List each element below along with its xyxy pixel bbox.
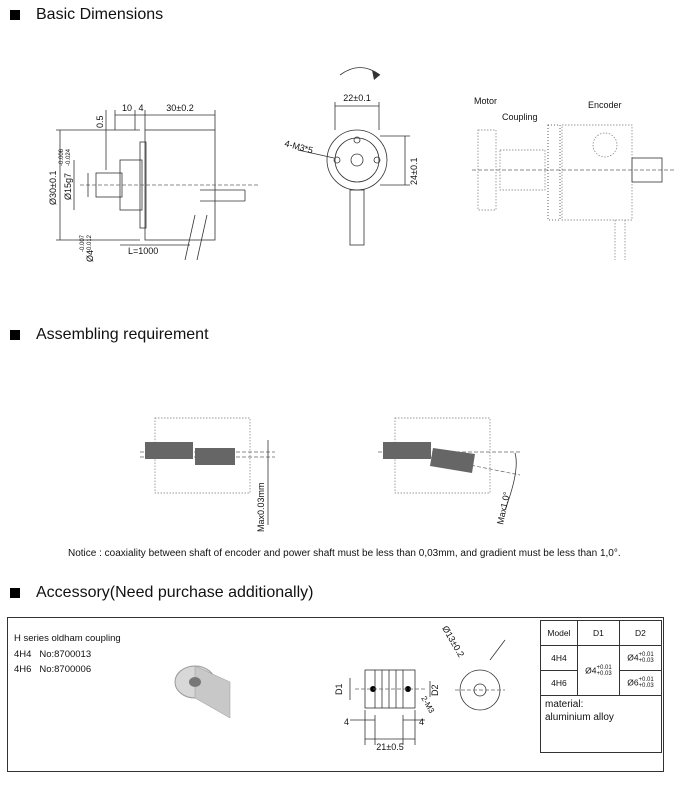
coupling-side-view: D1 D2 2-M3 4 4 21±0.5 (334, 669, 440, 752)
label-coupling: Coupling (502, 112, 538, 122)
dim-4a: 4 (344, 717, 349, 727)
product-name: H series oldham coupling (14, 633, 121, 644)
encoder-side-view: 10 4 30±0.2 0.5 Ø30±0.1 Ø15g7 -0.006 -0.… (48, 103, 260, 262)
d2-tol-lower: +0.03 (638, 683, 654, 689)
material-value: aluminium alloy (545, 712, 614, 723)
label-motor: Motor (474, 96, 497, 106)
dim-d15: Ø15g7 (63, 173, 73, 200)
label-encoder: Encoder (588, 100, 622, 110)
max-angle-label: Max1.0° (495, 491, 512, 526)
gradient-diagram: Max1.0° (378, 417, 521, 526)
d2-tolerance: +0.01+0.03 (639, 652, 654, 664)
rotation-arrow-icon (372, 70, 380, 80)
dim-d4: Ø4 (85, 250, 95, 262)
d1-tol-lower: +0.03 (596, 670, 612, 677)
dim-24: 24±0.1 (409, 158, 419, 185)
d2-value: Ø4 (627, 652, 639, 663)
dim-4: 4 (138, 103, 143, 113)
section-header-assembling: Assembling requirement (10, 326, 209, 344)
bullet-square-icon (10, 10, 20, 20)
mounting-schematic: Motor Coupling Encoder (472, 96, 675, 260)
dim-d15-tol-lower: -0.024 (66, 148, 72, 166)
dim-10: 10 (122, 103, 132, 113)
product-item: 4H6 No:8700006 (14, 662, 121, 678)
table-cell-d2: Ø4+0.01+0.03 (618, 645, 663, 671)
item-model: 4H6 (14, 664, 32, 675)
dim-21: 21±0.5 (376, 742, 403, 752)
dim-d30: Ø30±0.1 (48, 171, 58, 205)
dim-d13: Ø13±0.2 (440, 624, 466, 659)
dim-d4-tol-upper: -0.007 (80, 234, 86, 252)
d2-tolerance: +0.01+0.03 (639, 677, 654, 689)
item-number: No:8700013 (39, 648, 92, 660)
table-header: Model (540, 620, 578, 646)
table-header: D2 (618, 620, 663, 646)
dim-d2: D2 (430, 684, 440, 696)
d2-tol-lower: +0.03 (638, 658, 654, 664)
d1-tol-upper: +0.01 (596, 664, 612, 671)
table-cell-model: 4H6 (540, 670, 578, 696)
notice-text: Notice : coaxiality between shaft of enc… (68, 548, 621, 559)
dim-d1: D1 (334, 683, 344, 695)
item-number: No:8700006 (39, 664, 92, 675)
accessory-box (7, 617, 664, 772)
cable-length: L=1000 (128, 246, 158, 256)
table-header: D1 (576, 620, 620, 646)
item-model: 4H4 (14, 648, 32, 660)
dim-d15-tol-upper: -0.006 (59, 148, 65, 166)
bullet-square-icon (10, 330, 20, 340)
table-cell-d1: Ø4+0.01+0.03 (576, 645, 620, 696)
section-title: Assembling requirement (36, 326, 209, 343)
dim-30: 30±0.2 (166, 103, 193, 113)
max-offset-label: Max0.03mm (256, 482, 266, 532)
d1-tolerance: +0.01+0.03 (596, 665, 611, 677)
basic-dimensions-drawing: 10 4 30±0.2 0.5 Ø30±0.1 Ø15g7 -0.006 -0.… (48, 67, 675, 262)
accessory-description: H series oldham coupling 4H4 No:8700013 … (14, 631, 121, 678)
table-cell-d2: Ø6+0.01+0.03 (618, 670, 663, 696)
d2-tol-upper: +0.01 (638, 677, 654, 683)
dim-4b: 4 (419, 717, 424, 727)
coupling-end-view: Ø13±0.2 (440, 624, 506, 711)
coaxiality-diagram: Max0.03mm (140, 417, 275, 532)
d1-value: Ø4 (585, 664, 597, 675)
d2-value: Ø6 (627, 677, 639, 688)
section-header-accessory: Accessory(Need purchase additionally) (10, 584, 313, 602)
dim-m3: 2-M3 (419, 695, 436, 716)
product-item: 4H4 No:8700013 (14, 647, 121, 663)
d2-tol-upper: +0.01 (638, 652, 654, 658)
coupling-drawing: D1 D2 2-M3 4 4 21±0.5 Ø13±0.2 (174, 624, 506, 752)
coupling-photo (174, 665, 231, 719)
dim-22: 22±0.1 (343, 93, 370, 103)
dim-screws: 4-M3*5 (283, 138, 314, 155)
section-title: Accessory(Need purchase additionally) (36, 584, 314, 601)
assembling-drawing: Max0.03mm Max1.0° (140, 417, 521, 532)
spec-table: Model D1 D2 4H4 Ø4+0.01+0.03 Ø4+0.01+0.0… (540, 620, 663, 753)
dim-0-5: 0.5 (95, 115, 105, 128)
section-header-basic-dimensions: Basic Dimensions (10, 6, 163, 24)
bullet-square-icon (10, 588, 20, 598)
table-cell-model: 4H4 (540, 645, 578, 671)
material-label: material: (545, 699, 584, 710)
section-title: Basic Dimensions (36, 6, 164, 23)
dim-d4-tol-lower: -0.012 (87, 234, 93, 252)
material-cell: material: aluminium alloy (540, 695, 662, 753)
encoder-front-view: 22±0.1 24±0.1 4-M3*5 (283, 67, 419, 246)
